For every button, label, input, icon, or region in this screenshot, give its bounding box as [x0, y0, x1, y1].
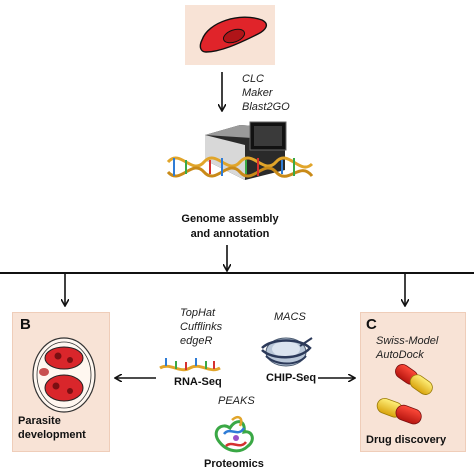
dna-helix-icon: [166, 156, 314, 178]
rnaseq-tools-list: TopHat Cufflinks edgeR: [180, 306, 222, 348]
panel-b-label: Parasite development: [18, 414, 86, 442]
sequencer-icon: [205, 121, 287, 180]
proteomics-tools-list: PEAKS: [218, 394, 255, 408]
tool-label: Swiss-Model: [376, 335, 439, 347]
chipseq-tools-list: MACS: [274, 310, 306, 324]
tool-label: PEAKS: [218, 395, 255, 407]
tool-label: Blast2GO: [242, 101, 290, 113]
tool-label: AutoDock: [376, 349, 424, 361]
panel-c: [360, 312, 466, 452]
panel-b-label-line2: development: [18, 429, 86, 441]
tool-label: Cufflinks: [180, 321, 223, 333]
panel-c-label: Drug discovery: [366, 434, 447, 446]
panel-b-label-line1: Parasite: [18, 415, 61, 427]
tool-label: edgeR: [180, 335, 213, 347]
parasite-cell-icon: [185, 5, 275, 65]
panel-b-letter: B: [20, 316, 31, 333]
rnaseq-label: RNA-Seq: [174, 376, 222, 388]
assembly-label-line1: Genome assembly: [181, 213, 279, 225]
assembly-label: Genome assembly and annotation: [170, 212, 290, 242]
tool-label: CLC: [242, 73, 265, 85]
panel-c-letter: C: [366, 316, 377, 333]
tool-label: MACS: [274, 311, 306, 323]
chipseq-label: CHIP-Seq: [266, 372, 317, 384]
assembly-label-line2: and annotation: [190, 228, 270, 240]
proteomics-label: Proteomics: [204, 458, 264, 470]
tool-label: Maker: [242, 87, 273, 99]
drug-tools-list: Swiss-Model AutoDock: [376, 334, 438, 362]
tool-label: TopHat: [180, 307, 216, 319]
assembly-tools-list: CLC Maker Blast2GO: [242, 72, 290, 114]
